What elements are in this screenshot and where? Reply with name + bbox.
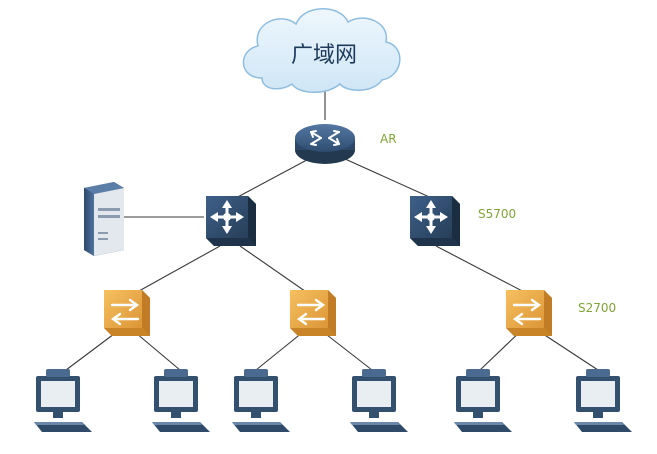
access-switch-icon bbox=[504, 288, 554, 338]
access-switch-3 bbox=[504, 288, 554, 338]
pc-2 bbox=[152, 369, 210, 432]
cloud-label: 广域网 bbox=[291, 43, 357, 68]
pc-icon bbox=[350, 369, 408, 432]
pc-icon bbox=[34, 369, 92, 432]
wan-cloud: 广域网 bbox=[242, 8, 401, 93]
core-switch-label: S5700 bbox=[478, 207, 516, 221]
access-switch-icon bbox=[102, 288, 152, 338]
pc-icon bbox=[152, 369, 210, 432]
cloud-icon bbox=[242, 8, 401, 93]
core-switch-right bbox=[410, 196, 460, 246]
pc-6 bbox=[574, 369, 632, 432]
access-switch-icon bbox=[288, 288, 338, 338]
core-switch-left bbox=[206, 196, 256, 246]
pc-icon bbox=[574, 369, 632, 432]
pc-1 bbox=[34, 369, 92, 432]
access-switch-label: S2700 bbox=[578, 301, 616, 315]
pc-icon bbox=[454, 369, 512, 432]
core-switch-icon bbox=[410, 196, 460, 246]
access-switch-2 bbox=[288, 288, 338, 338]
pc-icon bbox=[232, 369, 290, 432]
pc-3 bbox=[232, 369, 290, 432]
core-switch-icon bbox=[206, 196, 256, 246]
pc-4 bbox=[350, 369, 408, 432]
router-label: AR bbox=[380, 132, 397, 146]
pc-5 bbox=[454, 369, 512, 432]
access-switch-1 bbox=[102, 288, 152, 338]
router-icon bbox=[295, 124, 355, 164]
server-icon bbox=[84, 182, 124, 256]
